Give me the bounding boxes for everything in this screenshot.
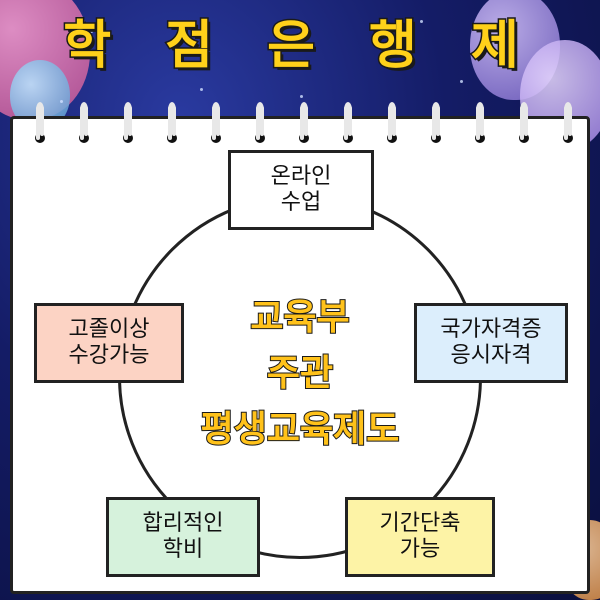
box-online-class: 온라인 수업 bbox=[228, 150, 374, 230]
page-title: 학 점 은 행 제 bbox=[62, 15, 537, 78]
box-admission-line-1: 고졸이상 bbox=[68, 317, 150, 342]
binder-ring bbox=[36, 102, 44, 140]
sparkle bbox=[90, 30, 93, 33]
binder-ring bbox=[256, 102, 264, 140]
binder-ring bbox=[564, 102, 572, 140]
box-certification-line-1: 국가자격증 bbox=[440, 317, 542, 342]
box-online-class-line-2: 수업 bbox=[280, 190, 322, 215]
box-tuition: 합리적인 학비 bbox=[106, 497, 260, 577]
binder-rings bbox=[35, 102, 573, 143]
center-line-3: 평생교육제도 bbox=[200, 408, 401, 451]
binder-ring bbox=[344, 102, 352, 140]
center-line-2: 주관 bbox=[266, 352, 334, 395]
center-text: 교육부 주관 평생교육제도 bbox=[170, 290, 430, 458]
box-period-line-1: 기간단축 bbox=[379, 511, 461, 536]
sparkle bbox=[200, 88, 203, 91]
binder-ring bbox=[388, 102, 396, 140]
box-tuition-line-2: 학비 bbox=[162, 537, 204, 562]
box-admission-line-2: 수강가능 bbox=[68, 343, 150, 368]
sparkle bbox=[300, 95, 303, 98]
box-admission: 고졸이상 수강가능 bbox=[34, 303, 184, 383]
binder-ring bbox=[432, 102, 440, 140]
center-line-1: 교육부 bbox=[249, 296, 350, 339]
box-certification-line-2: 응시자격 bbox=[450, 343, 532, 368]
box-tuition-line-1: 합리적인 bbox=[142, 511, 224, 536]
sparkle bbox=[460, 80, 463, 83]
binder-ring bbox=[80, 102, 88, 140]
box-period: 기간단축 가능 bbox=[345, 497, 495, 577]
binder-ring bbox=[168, 102, 176, 140]
box-period-line-2: 가능 bbox=[399, 537, 441, 562]
box-online-class-line-1: 온라인 bbox=[270, 164, 332, 189]
binder-ring bbox=[124, 102, 132, 140]
box-certification: 국가자격증 응시자격 bbox=[414, 303, 568, 383]
binder-ring bbox=[520, 102, 528, 140]
binder-ring bbox=[476, 102, 484, 140]
sparkle bbox=[60, 100, 63, 103]
binder-ring bbox=[212, 102, 220, 140]
binder-ring bbox=[300, 102, 308, 140]
sparkle bbox=[420, 20, 423, 23]
